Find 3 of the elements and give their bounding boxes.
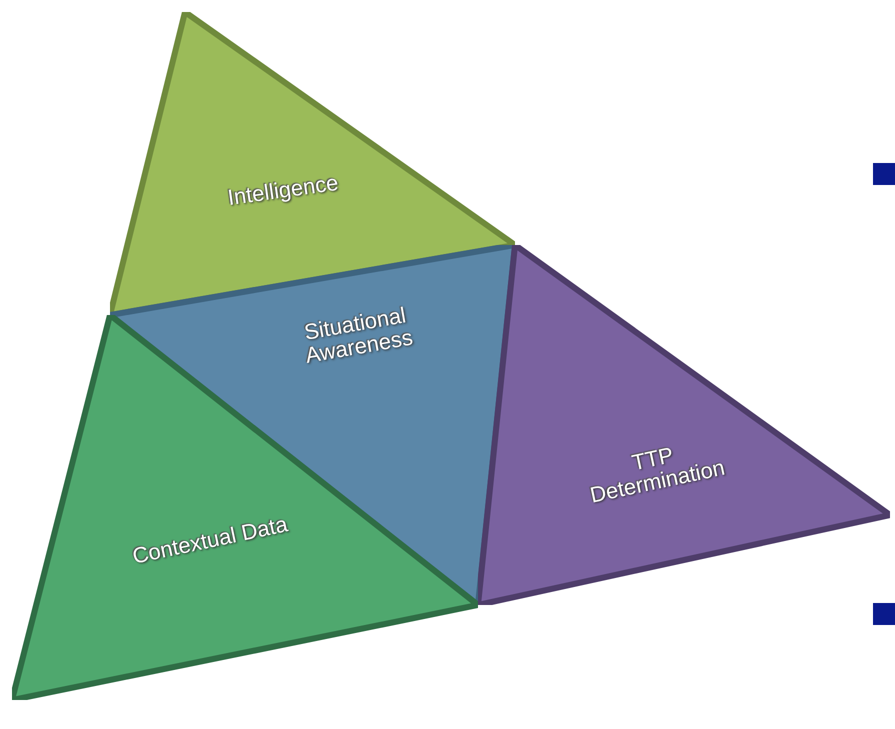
segment-label: Intelligence (225, 168, 341, 212)
segment-label: Situational Awareness (301, 301, 416, 370)
segment-label: Contextual Data (129, 511, 291, 569)
